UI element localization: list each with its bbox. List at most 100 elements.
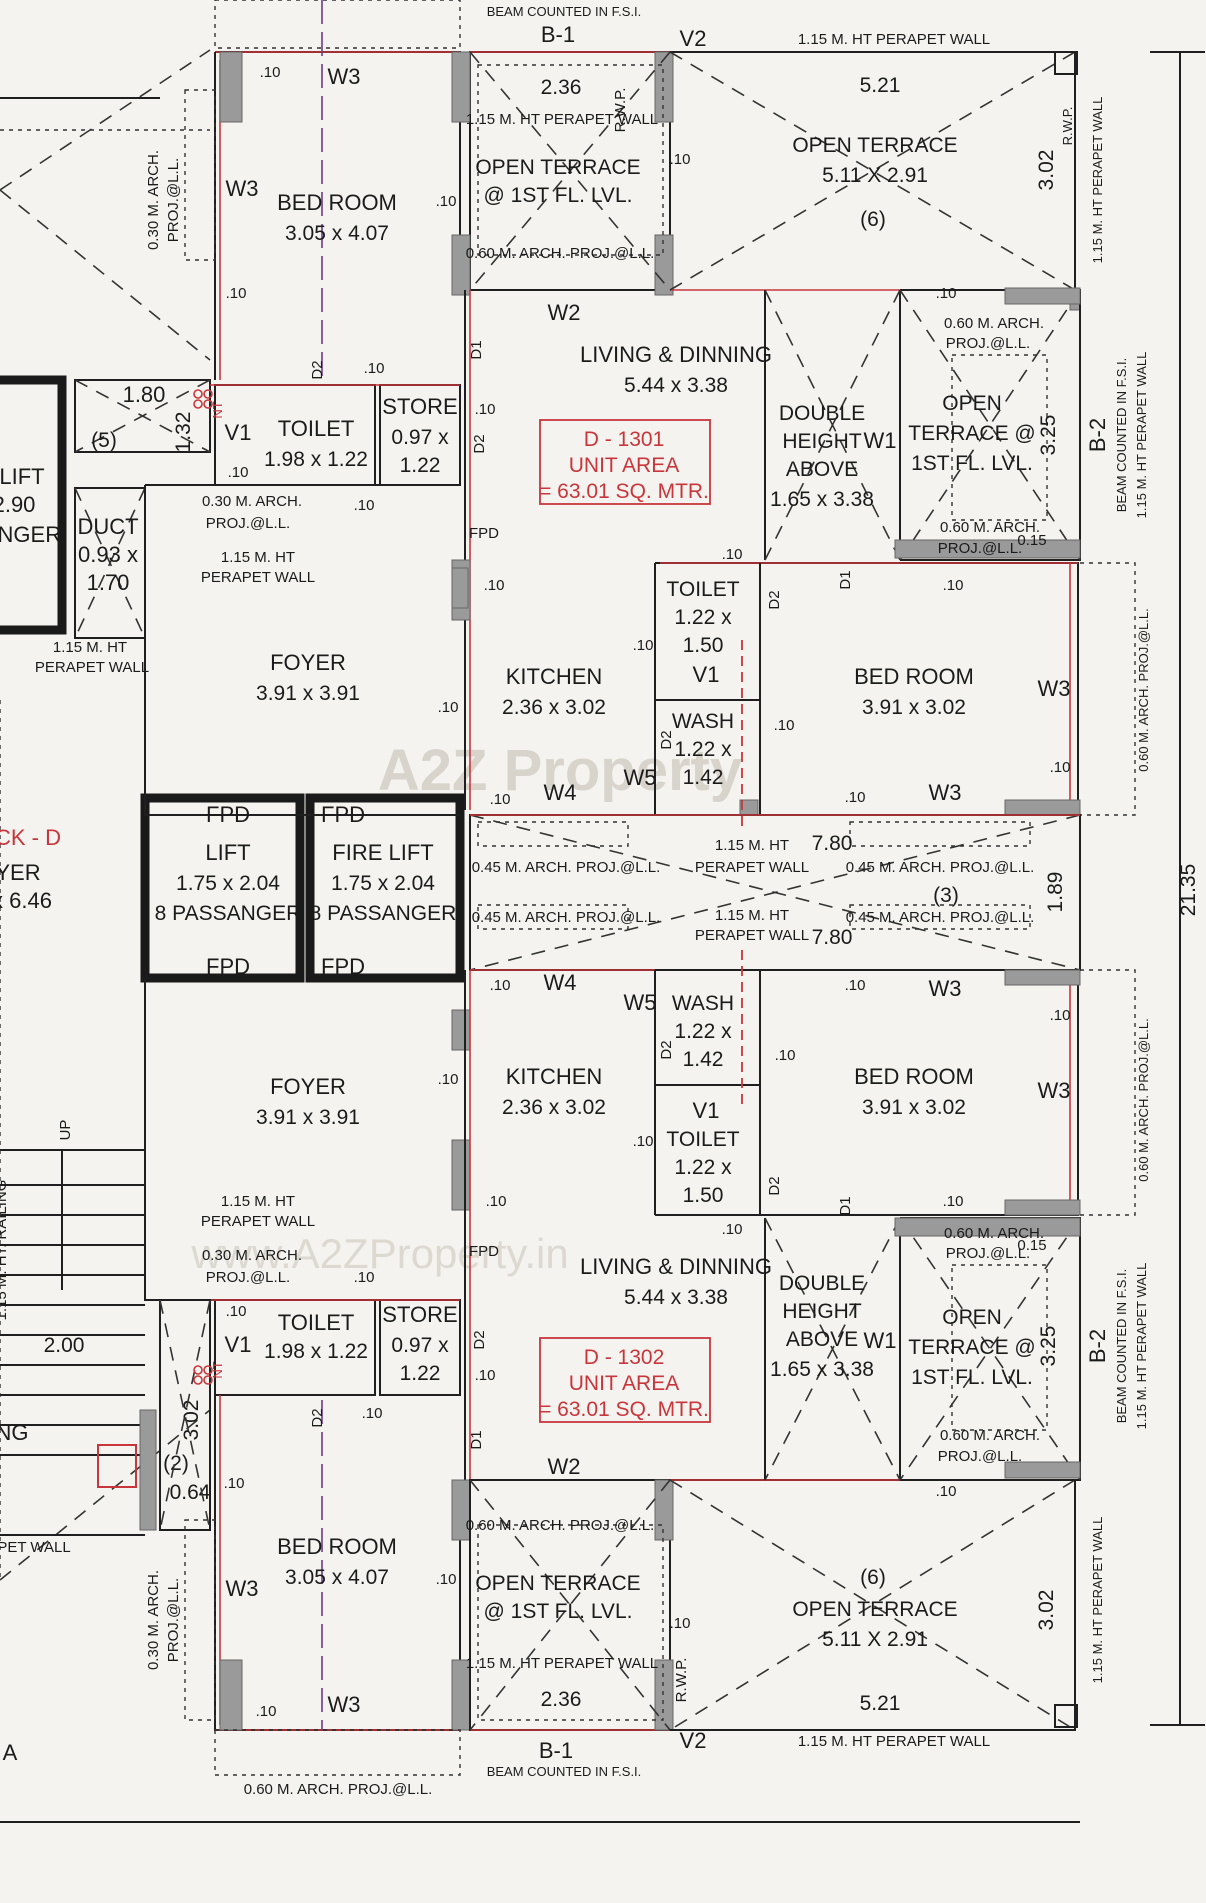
p10-bed-b-upper: .10: [943, 577, 964, 594]
dim-521-top: 5.21: [860, 74, 901, 97]
toilet-a-upper-size: 1.98 x 1.22: [264, 448, 368, 471]
double-upper-3: ABOVE: [786, 458, 858, 481]
dim-780-2: 7.80: [812, 926, 853, 949]
proj-ll-lower-side: PROJ.@L.L.: [165, 1578, 182, 1662]
unit-upper-id: D - 1301: [584, 428, 665, 451]
bed-room-b-upper-label: BED ROOM: [854, 664, 974, 689]
bed-room-b-lower-label: BED ROOM: [854, 1064, 974, 1089]
store-upper-height: 1.22: [400, 454, 441, 477]
left-block: LIFT 2.90 ANGER CK - D YER x 6.46 NG PET…: [0, 49, 1080, 1823]
beam-fsi-upper: BEAM COUNTED IN F.S.I.: [1114, 358, 1129, 513]
open-terrace-top-left: OPEN TERRACE: [475, 156, 640, 179]
v1-upper-b: V1: [693, 662, 720, 687]
arch-030-a-lower: 0.30 M. ARCH.: [145, 1570, 162, 1670]
arch-060-bed-b-lower: 0.60 M. ARCH. PROJ.@L.L.: [1136, 1018, 1151, 1181]
perapet-vertical-upper: 1.15 M. HT PERAPET WALL: [1134, 352, 1149, 519]
rwp-top-right: R.W.P.: [1060, 107, 1075, 146]
toilet-b-upper-h: 1.50: [683, 634, 724, 657]
dim-015-upper: 0.15: [1017, 532, 1046, 549]
foyer-lower-label: FOYER: [270, 1074, 346, 1099]
arch-060a-upper: 0.60 M. ARCH.: [944, 315, 1044, 332]
dim-302-lower: 3.02: [1035, 1590, 1058, 1631]
double-upper-2: HEIGHT: [782, 430, 862, 453]
w1-lower: W1: [864, 1328, 897, 1353]
double-lower-size: 1.65 x 3.38: [770, 1358, 874, 1381]
perapet-1st-top: 1.15 M. HT PERAPET WALL: [466, 111, 658, 128]
w5-lower: W5: [624, 990, 657, 1015]
perapet-foyer-word: PERAPET WALL: [201, 569, 315, 586]
arch-060a-lower-2: 0.60 M. ARCH.: [940, 1427, 1040, 1444]
store-upper-width: 0.97 x: [391, 426, 449, 449]
open-terrace-top-right: OPEN TERRACE: [792, 134, 957, 157]
open-terrace-lower-left: OPEN TERRACE: [475, 1572, 640, 1595]
num-2-label: (2): [163, 1452, 189, 1475]
unit-upper-area-label: UNIT AREA: [569, 454, 679, 477]
fpd-upper: FPD: [469, 525, 499, 542]
wash-lower-label: WASH: [672, 992, 734, 1015]
projll-lower-1: PROJ.@L.L.: [946, 1245, 1030, 1262]
beam-b1-lower: B-1: [539, 1738, 573, 1763]
open-terrace-top-left-lvl: @ 1ST FL. LVL.: [484, 184, 633, 207]
dim-overall-2135: 21.35: [1177, 864, 1200, 917]
brand-watermark: A2Z Property: [378, 738, 742, 803]
arch-030-a-top: 0.30 M. ARCH.: [145, 150, 162, 250]
fpd-firelift-top: FPD: [321, 802, 365, 827]
store-lower-height: 1.22: [400, 1362, 441, 1385]
duct-height: 1.70: [87, 570, 130, 595]
fpd-lift-top: FPD: [206, 802, 250, 827]
p10-toilet-b-upper: .10: [722, 546, 743, 563]
dim-236-lower: 2.36: [541, 1688, 582, 1711]
w3-bed-b-side-upper: W3: [1038, 676, 1071, 701]
arch-045-2: 0.45 M. ARCH. PROJ.@L.L.: [846, 859, 1035, 876]
arch-045-3: 0.45 M. ARCH. PROJ.@L.L.: [472, 909, 661, 926]
fire-lift-label: FIRE LIFT: [332, 840, 433, 865]
p10-bed-right: .10: [436, 193, 457, 210]
num-6-lower: (6): [860, 1566, 886, 1589]
dim-521-lower: 5.21: [860, 1692, 901, 1715]
corr-perapet-word-1: PERAPET WALL: [695, 859, 809, 876]
d2-toilet-b-upper: D2: [766, 590, 783, 609]
first-fl-upper: 1ST FL. LVL.: [911, 452, 1033, 475]
nt-upper: NT: [210, 401, 225, 418]
w3-bed-side: W3: [226, 176, 259, 201]
lower-unit-walls: [97, 0, 1136, 1776]
bed-room-b-upper-size: 3.91 x 3.02: [862, 696, 966, 719]
arch-045-4: 0.45 M. ARCH. PROJ.@L.L.: [846, 909, 1035, 926]
left-foyer-size: x 6.46: [0, 888, 52, 913]
beam-fsi-lower-bottom: BEAM COUNTED IN F.S.I.: [487, 1764, 642, 1779]
projll-upper-1: PROJ.@L.L.: [946, 335, 1030, 352]
first-fl-lower: 1ST FL. LVL.: [911, 1366, 1033, 1389]
proj-ll-lower: PROJ.@L.L.: [206, 1269, 290, 1286]
v1-lower-b: V1: [693, 1098, 720, 1123]
unit-lower-box: [539, 1337, 711, 1423]
w4-lower: W4: [544, 970, 577, 995]
living-upper-size: 5.44 x 3.38: [624, 374, 728, 397]
toilet-b-lower-w: 1.22 x: [674, 1156, 732, 1179]
p10-kitchen-bottom: .10: [490, 791, 511, 808]
num-5-label: (5): [91, 429, 117, 452]
toilet-a-upper-label: TOILET: [278, 416, 355, 441]
terrace-size-top: 5.11 X 2.91: [822, 164, 928, 187]
p10-foyer-lower-bottom: .10: [354, 1269, 375, 1286]
up-label: UP: [57, 1120, 74, 1141]
overall-dimension: 21.35: [1150, 51, 1205, 1726]
fpd-lower: FPD: [469, 1243, 499, 1260]
unit-upper-area: = 63.01 SQ. MTR.: [539, 480, 709, 503]
d2-wash-upper: D2: [658, 730, 675, 749]
upper-unit-labels: BEAM COUNTED IN F.S.I. B-1 V2 1.15 M. HT…: [145, 4, 1151, 979]
d2-store-upper: D2: [471, 434, 488, 453]
left-lift-size: 2.90: [0, 492, 35, 517]
foyer-upper-label: FOYER: [270, 650, 346, 675]
num-3: (3): [933, 884, 959, 907]
dim-302-left: 3.02: [180, 1400, 203, 1441]
p10-bed-left: .10: [226, 285, 247, 302]
dim-132: 1.32: [172, 412, 195, 453]
fire-lift-passenger: 8 PASSANGER: [310, 902, 457, 925]
perapet-foyer-short: 1.15 M. HT: [221, 549, 295, 566]
w2-lower: W2: [548, 1454, 581, 1479]
toilet-b-lower-h: 1.50: [683, 1184, 724, 1207]
p10-foyer-right: .10: [438, 699, 459, 716]
left-lift-label: LIFT: [0, 464, 45, 489]
p10-bed-b-lower-top: .10: [845, 977, 866, 994]
perapet-vertical-lower: 1.15 M. HT PERAPET WALL: [1134, 1263, 1149, 1430]
